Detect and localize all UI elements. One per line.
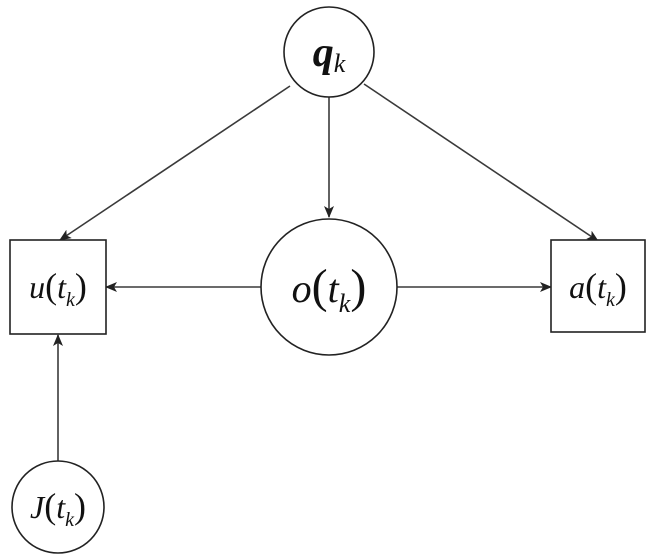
edge-q-to-a [363,83,599,242]
node-a: a(tk) [550,239,646,333]
node-q-circle [283,6,375,98]
edges [53,83,599,462]
node-o-circle [260,218,398,356]
node-a-label: a(tk) [569,266,627,311]
edge-q-to-u [59,85,291,241]
node-q-label: qk [313,30,346,78]
node-q: qk [283,6,375,98]
node-a-box [550,239,646,333]
node-u-box [9,239,107,335]
node-J: J(tk) [11,460,105,554]
node-J-label: J(tk) [30,486,86,531]
node-o: o(tk) [260,218,398,356]
node-u: u(tk) [9,239,107,335]
node-J-circle [11,460,105,554]
node-o-label: o(tk) [292,260,367,318]
node-u-label: u(tk) [29,266,87,311]
